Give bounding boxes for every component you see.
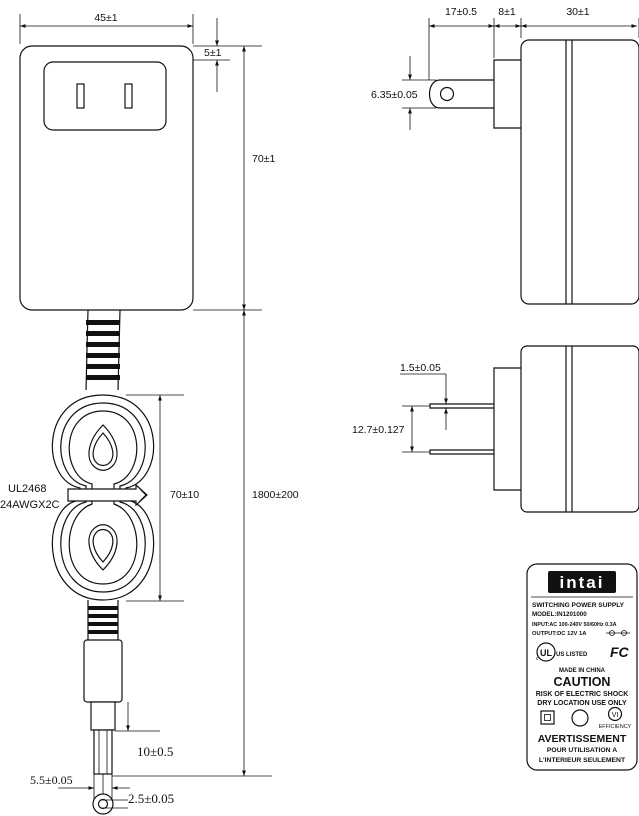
dim-plug-length-label: 10±0.5 [137, 744, 173, 759]
prong-upper [429, 403, 494, 409]
front-view: 45±1 5±1 70±1 1800±200 70±10 [0, 12, 299, 815]
fcc-icon: FC [610, 644, 630, 660]
dim-body-depth: 30±1 [521, 6, 637, 28]
label-efficiency-mark: VI [612, 712, 619, 719]
label-efficiency-text: EFFICIENCY [599, 724, 632, 730]
dim-cable-length-label: 1800±200 [252, 489, 299, 501]
dim-plug-length: 10±0.5 [115, 702, 173, 759]
cable-spec-line2: 24AWGX2C [0, 499, 60, 511]
dim-prong-width: 6.35±0.05 [371, 56, 436, 130]
svg-text:c: c [536, 656, 539, 662]
adapter-body [19, 45, 194, 311]
lower-strain-relief [87, 600, 119, 640]
dim-coil-length-label: 70±10 [170, 489, 199, 501]
dim-plug-outer-label: 5.5±0.05 [30, 773, 73, 787]
label-caution-title: CAUTION [554, 675, 611, 689]
dim-width: 45±1 [19, 12, 194, 44]
label-brand: intai [560, 573, 605, 592]
dim-prong-thickness-label: 1.5±0.05 [400, 362, 441, 374]
blank-mark-icon [571, 709, 589, 727]
label-caution-line1: RISK OF ELECTRIC SHOCK [536, 691, 629, 698]
efficiency-icon: VI EFFICIENCY [599, 706, 632, 730]
prong-slot-left [76, 83, 85, 109]
polarity-icon [606, 630, 630, 636]
dim-plug-inner-label: 2.5±0.05 [128, 791, 174, 806]
dim-body-depth-label: 30±1 [566, 6, 589, 18]
label-product: SWITCHING POWER SUPPLY [532, 602, 625, 609]
dim-top-offset: 5±1 [193, 18, 262, 92]
bottom-side-view: 1.5±0.05 12.7±0.127 [352, 345, 639, 513]
label-ul-mark: US LISTED [556, 652, 588, 658]
label-model: MODEL:IN1201000 [532, 611, 587, 618]
label-caution-line2: DRY LOCATION USE ONLY [537, 700, 627, 707]
side-body [520, 39, 639, 305]
dim-coil-length: 70±10 [126, 394, 199, 602]
dim-cable-length: 1800±200 [112, 310, 299, 777]
dim-base: 8±1 [494, 6, 521, 28]
side-view: 17±0.5 8±1 30±1 6.35±0.05 [371, 6, 639, 305]
prong-slot-right [124, 83, 133, 109]
dim-prong-length: 17±0.5 [428, 6, 639, 80]
label-output: OUTPUT:DC 12V 1A [532, 631, 587, 637]
svg-text:UL: UL [540, 648, 552, 658]
dim-height: 70±1 [193, 46, 275, 311]
dim-plug-inner: 2.5±0.05 [100, 791, 174, 809]
prong-lower [429, 449, 494, 455]
label-warning-title: AVERTISSEMENT [538, 733, 627, 745]
label-warning-line2: L'INTERIEUR SEULEMENT [539, 757, 626, 764]
dim-prong-spacing: 12.7±0.127 [352, 405, 430, 453]
label-warning-line1: POUR UTILISATION A [547, 747, 617, 754]
prong-hole [439, 86, 455, 102]
plug-face [43, 61, 167, 131]
strain-relief [85, 309, 121, 391]
dim-base-label: 8±1 [498, 6, 516, 18]
ul-listed-icon: UL c US LISTED [536, 642, 588, 662]
dim-prong-length-label: 17±0.5 [445, 6, 477, 18]
cable-spec: UL2468 24AWGX2C [0, 483, 60, 511]
dim-prong-width-label: 6.35±0.05 [371, 89, 418, 101]
dim-plug-outer: 5.5±0.05 [30, 773, 130, 800]
dim-prong-thickness: 1.5±0.05 [400, 362, 448, 430]
side-prong [428, 79, 494, 109]
dim-prong-spacing-label: 12.7±0.127 [352, 424, 405, 436]
dim-height-label: 70±1 [252, 153, 275, 165]
cable-spec-line1: UL2468 [8, 483, 47, 495]
label-made-in: MADE IN CHINA [559, 668, 606, 674]
cable-coil [51, 394, 155, 601]
double-insulation-icon [540, 710, 555, 725]
label-input: INPUT:AC 100-240V 50/60Hz 0.3A [532, 622, 617, 628]
rating-label: intai SWITCHING POWER SUPPLY MODEL:IN120… [526, 563, 638, 771]
dim-width-label: 45±1 [94, 12, 117, 24]
bottom-side-body [520, 345, 639, 513]
dim-top-offset-label: 5±1 [204, 47, 222, 59]
dc-plug [83, 639, 123, 815]
